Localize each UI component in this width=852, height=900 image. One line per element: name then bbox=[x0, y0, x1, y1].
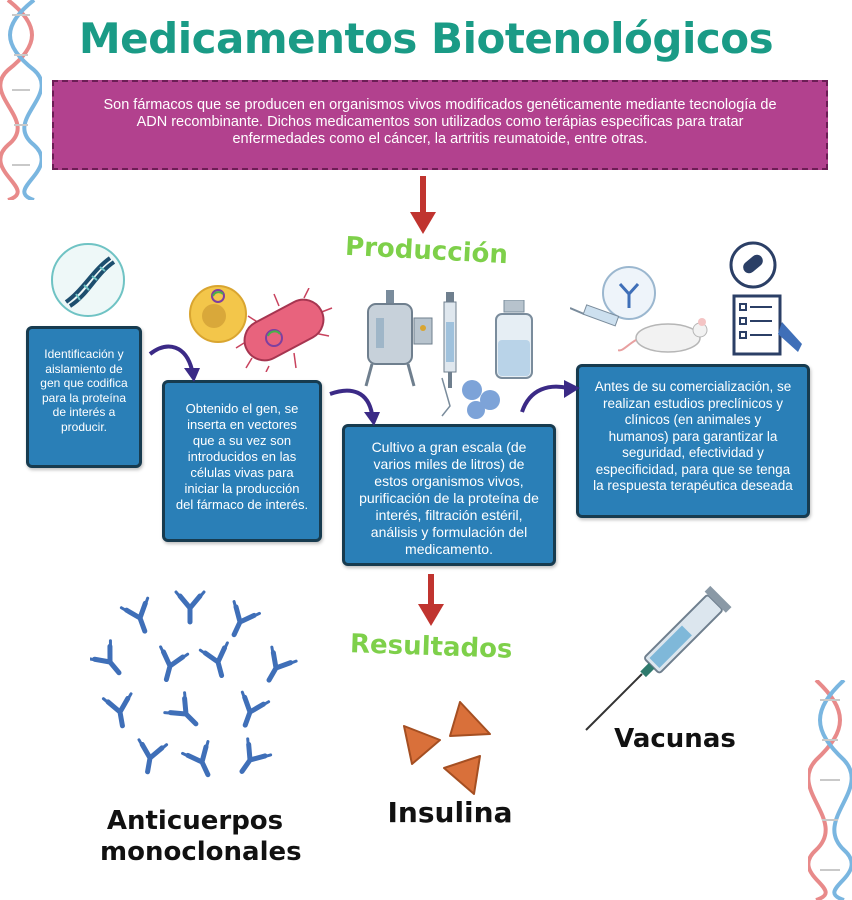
protein-molecules-icon bbox=[441, 377, 500, 419]
cell-icon bbox=[189, 285, 247, 343]
step-text-3: Cultivo a gran escala (de varios miles d… bbox=[359, 439, 539, 557]
step-box-2: Obtenido el gen, se inserta en vectores … bbox=[162, 380, 322, 542]
small-syringe-icon bbox=[570, 304, 620, 327]
section-label-results: Resultados bbox=[349, 629, 513, 665]
result-label-antibodies: Anticuerpos monoclonales bbox=[100, 806, 302, 867]
mouse-icon bbox=[618, 318, 708, 353]
page-title: Medicamentos Biotenológicos bbox=[78, 14, 774, 63]
connector-arrow-3-icon bbox=[520, 380, 580, 413]
pill-icon bbox=[729, 241, 777, 289]
bacterium-icon bbox=[235, 288, 333, 372]
chromatography-column-icon bbox=[443, 292, 457, 388]
antibody-lens-icon bbox=[602, 266, 656, 320]
dna-strand-top-left-icon bbox=[0, 0, 42, 200]
intro-box: Son fármacos que se producen en organism… bbox=[52, 80, 828, 170]
connector-arrow-2-icon bbox=[329, 388, 380, 426]
antibody-icon bbox=[90, 582, 300, 782]
result-label-insulin: Insulina bbox=[387, 796, 513, 829]
dna-strand-bottom-right-icon bbox=[808, 680, 852, 900]
result-label-vaccines: Vacunas bbox=[614, 724, 736, 754]
insulin-icon bbox=[403, 701, 491, 795]
arrow-down-production-icon bbox=[410, 176, 436, 234]
clipboard-icon bbox=[732, 294, 802, 356]
dna-gene-icon bbox=[51, 243, 125, 317]
syringe-icon bbox=[585, 585, 732, 731]
connector-arrow-1-icon bbox=[148, 344, 200, 382]
step-box-1: Identificación y aislamiento de gen que … bbox=[26, 326, 142, 468]
vial-icon bbox=[495, 300, 533, 379]
section-label-production: Producción bbox=[344, 231, 509, 271]
bioreactor-icon bbox=[364, 290, 433, 387]
arrow-down-results-icon bbox=[418, 574, 444, 626]
step-box-4: Antes de su comercialización, se realiza… bbox=[576, 364, 810, 518]
step-text-4: Antes de su comercialización, se realiza… bbox=[593, 379, 793, 493]
step-text-1: Identificación y aislamiento de gen que … bbox=[40, 347, 128, 434]
step-box-3: Cultivo a gran escala (de varios miles d… bbox=[342, 424, 556, 566]
step-text-2: Obtenido el gen, se inserta en vectores … bbox=[175, 401, 309, 512]
